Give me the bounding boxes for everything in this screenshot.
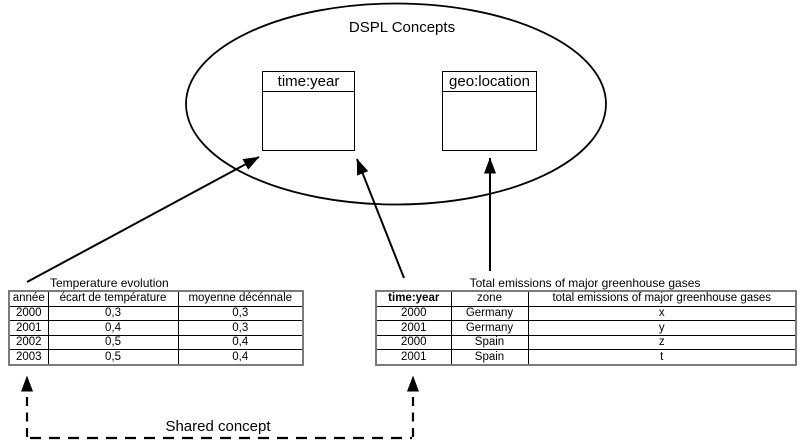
table-header-row: time:year zone total emissions of major … bbox=[375, 290, 797, 307]
shared-concept-label: Shared concept bbox=[165, 418, 271, 435]
table-cell: Germany bbox=[450, 305, 529, 322]
concept-box-geo-location: geo:location bbox=[442, 71, 537, 151]
column-header: moyenne décénnale bbox=[177, 290, 304, 307]
concept-box-time-year-label: time:year bbox=[263, 72, 354, 92]
table-cell: 0,3 bbox=[177, 320, 304, 336]
column-header: zone bbox=[450, 290, 529, 307]
table-cell: 2001 bbox=[375, 320, 452, 336]
concept-box-time-year: time:year bbox=[262, 71, 355, 151]
table-cell: Spain bbox=[450, 349, 529, 366]
table-cell: y bbox=[527, 320, 797, 336]
table-cell: 2000 bbox=[8, 305, 49, 322]
table-cell: 2002 bbox=[8, 334, 49, 351]
concept-box-geo-location-label: geo:location bbox=[443, 72, 536, 92]
emissions-table: time:year zone total emissions of major … bbox=[375, 290, 797, 366]
column-header: total emissions of major greenhouse gase… bbox=[527, 290, 797, 307]
diagram-title: DSPL Concepts bbox=[348, 19, 456, 36]
table-cell: 0,4 bbox=[177, 349, 304, 366]
table-cell: 2003 bbox=[8, 349, 49, 366]
table-cell: 0,3 bbox=[177, 305, 304, 322]
table-cell: 2001 bbox=[8, 320, 49, 336]
left-table-title: Temperature evolution bbox=[50, 276, 169, 290]
table-cell: 2000 bbox=[375, 305, 452, 322]
arrow-right-table-to-time-year bbox=[356, 158, 405, 279]
table-cell: 0,4 bbox=[177, 334, 304, 351]
table-cell: t bbox=[527, 349, 797, 366]
table-cell: z bbox=[527, 334, 797, 351]
table-cell: 0,5 bbox=[47, 349, 179, 366]
arrow-left-table-to-time-year bbox=[26, 156, 260, 283]
temperature-table: année écart de température moyenne décén… bbox=[8, 290, 304, 366]
table-header-row: année écart de température moyenne décén… bbox=[8, 290, 304, 307]
table-cell: x bbox=[527, 305, 797, 322]
concepts-ellipse bbox=[185, 2, 607, 206]
table-cell: 0,5 bbox=[47, 334, 179, 351]
column-header: année bbox=[8, 290, 49, 307]
column-header: time:year bbox=[375, 290, 452, 307]
table-cell: Germany bbox=[450, 320, 529, 336]
table-cell: 0,4 bbox=[47, 320, 179, 336]
table-cell: 2001 bbox=[375, 349, 452, 366]
table-cell: 2000 bbox=[375, 334, 452, 351]
table-cell: 0,3 bbox=[47, 305, 179, 322]
column-header: écart de température bbox=[47, 290, 179, 307]
table-cell: Spain bbox=[450, 334, 529, 351]
right-table-title: Total emissions of major greenhouse gase… bbox=[469, 276, 701, 290]
